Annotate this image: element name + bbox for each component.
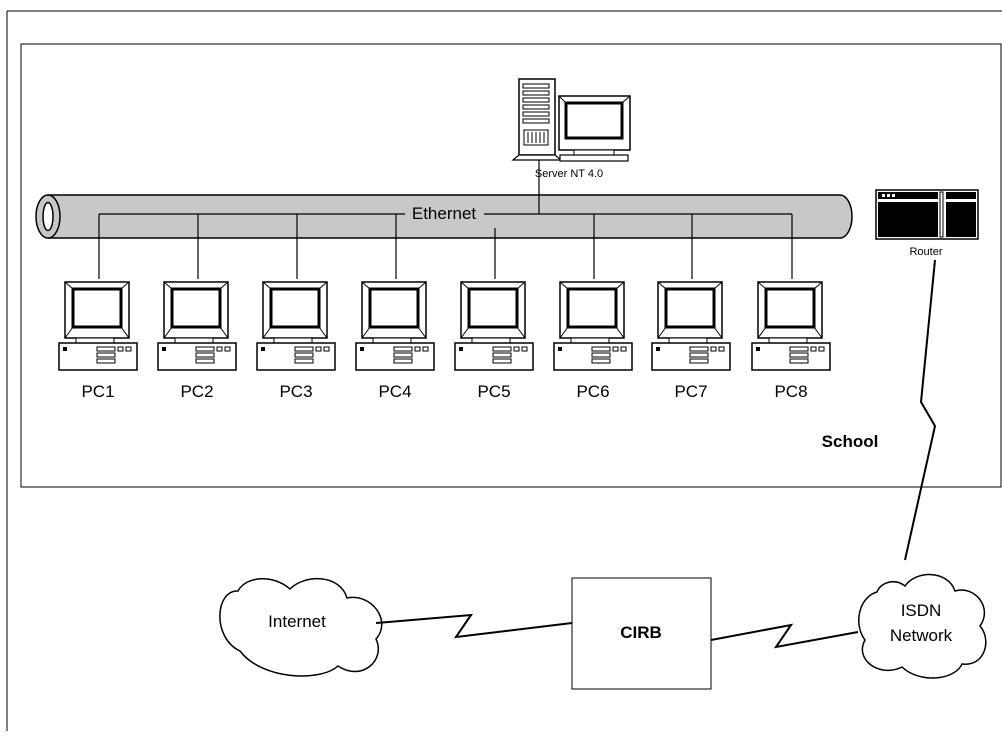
pc-label: PC8 xyxy=(774,382,807,401)
pc-label: PC7 xyxy=(674,382,707,401)
pc-label: PC2 xyxy=(180,382,213,401)
pc-1-icon xyxy=(57,280,139,372)
server-monitor-icon xyxy=(558,95,631,162)
router-icon xyxy=(875,189,979,240)
pc-5-icon xyxy=(453,280,535,372)
internet-label: Internet xyxy=(268,612,326,631)
pc-4-icon xyxy=(354,280,436,372)
school-boundary xyxy=(20,43,1002,488)
pc-7-icon xyxy=(650,280,732,372)
server-icon xyxy=(511,78,563,161)
pc-3-icon xyxy=(255,280,337,372)
cirb-label: CIRB xyxy=(620,623,662,642)
cirb-box xyxy=(571,577,712,690)
server-label: Server NT 4.0 xyxy=(535,168,603,180)
internet-cloud xyxy=(219,577,383,677)
ethernet-bus xyxy=(35,194,853,239)
cirb-isdn-link xyxy=(710,623,859,649)
bus-wiring xyxy=(98,160,793,279)
router-isdn-link xyxy=(904,259,937,561)
pc-8-icon xyxy=(750,280,832,372)
pc-label: PC3 xyxy=(279,382,312,401)
isdn-label-line2: Network xyxy=(890,626,953,645)
isdn-label-line1: ISDN xyxy=(901,601,942,620)
pc-label: PC6 xyxy=(576,382,609,401)
pc-label: PC5 xyxy=(477,382,510,401)
pc-2-icon xyxy=(156,280,238,372)
isdn-cloud xyxy=(858,573,987,679)
ethernet-label: Ethernet xyxy=(412,204,477,223)
pc-label: PC1 xyxy=(81,382,114,401)
pc-label: PC4 xyxy=(378,382,411,401)
school-label: School xyxy=(822,432,879,451)
internet-cirb-link xyxy=(375,613,573,639)
router-label: Router xyxy=(909,246,942,258)
pc-6-icon xyxy=(552,280,634,372)
